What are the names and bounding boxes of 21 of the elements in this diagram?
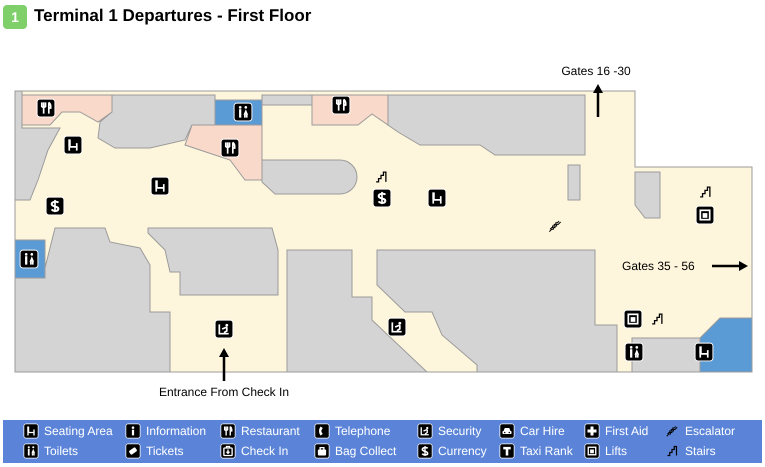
title: Terminal 1 Departures - First Floor: [34, 6, 312, 26]
gate-direction-label: Gates 16 -30: [560, 64, 632, 78]
legend-label: Information: [146, 424, 206, 438]
legend-label: Currency: [438, 444, 487, 458]
gate-direction-label: Gates 35 - 56: [622, 259, 695, 273]
legend-label: Car Hire: [520, 424, 565, 438]
entrance-label: Entrance From Check In: [158, 385, 290, 399]
legend-label: Security: [438, 424, 482, 438]
legend-label: Seating Area: [44, 424, 113, 438]
legend-label: Stairs: [685, 444, 716, 458]
legend-label: Escalator: [685, 424, 736, 438]
legend-label: Toilets: [44, 444, 78, 458]
legend-label: Lifts: [605, 444, 628, 458]
legend-label: Tickets: [146, 444, 184, 458]
legend-label: First Aid: [605, 424, 648, 438]
floor-number-badge: 1: [3, 5, 27, 29]
legend-label: Check In: [241, 444, 288, 458]
legend-label: Restaurant: [241, 424, 300, 438]
legend-label: Telephone: [335, 424, 390, 438]
legend-label: Taxi Rank: [520, 444, 573, 458]
legend-label: Bag Collect: [335, 444, 396, 458]
